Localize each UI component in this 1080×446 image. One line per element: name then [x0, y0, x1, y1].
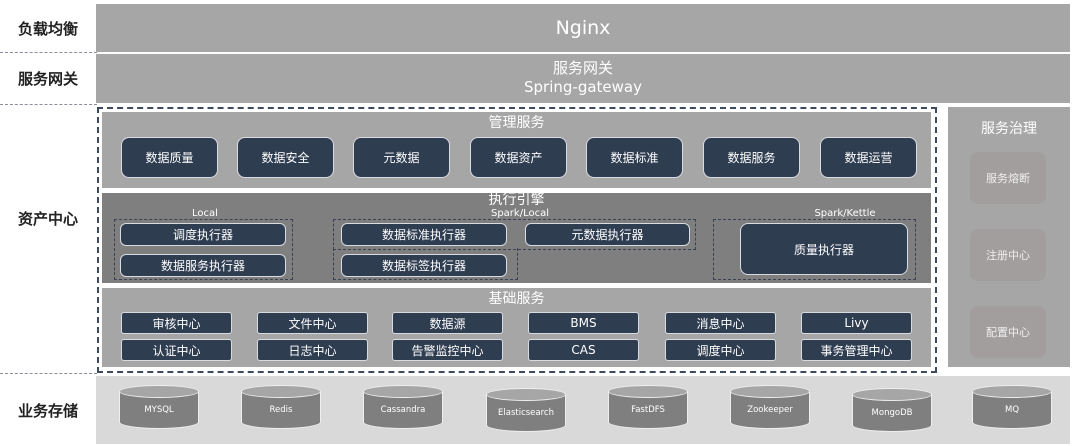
layer-divider [0, 104, 97, 105]
database-cylinder-icon: MQ [972, 385, 1052, 430]
management-box: 元数据 [353, 137, 450, 178]
store-label: Elasticsearch [498, 408, 554, 418]
basic-service-box: 数据源 [392, 312, 503, 334]
store-label: Cassandra [380, 405, 426, 415]
spark-kettle-label: Spark/Kettle [814, 208, 876, 219]
gateway-title: 服务网关 [552, 59, 613, 77]
basic-service-box: CAS [528, 339, 639, 361]
layer-label-load-balance: 负载均衡 [17, 20, 78, 38]
management-box: 数据标准 [586, 137, 683, 178]
basic-service-box: 认证中心 [121, 339, 232, 361]
store-label: MYSQL [144, 405, 174, 415]
store-label: MQ [1004, 405, 1020, 415]
store-label: MongoDB [871, 408, 913, 418]
cylinder-top [363, 385, 443, 398]
engine-box: 数据服务执行器 [120, 254, 286, 277]
layer-label-storage: 业务存储 [17, 402, 78, 420]
governance-item: 配置中心 [970, 306, 1046, 358]
database-cylinder-icon: Elasticsearch [486, 388, 566, 433]
engine-box: 调度执行器 [120, 223, 286, 246]
cylinder-top [972, 385, 1052, 398]
layer-label-gateway: 服务网关 [17, 70, 78, 88]
cylinder-top [730, 385, 810, 398]
cylinder-top [486, 388, 566, 401]
layer-divider [0, 52, 97, 53]
basic-service-box: 事务管理中心 [801, 339, 912, 361]
spark-local-group-lower [333, 248, 518, 280]
cylinder-top [852, 388, 932, 401]
basic-service-box: 文件中心 [257, 312, 368, 334]
spark-local-group [333, 219, 696, 250]
engine-box: 元数据执行器 [525, 223, 690, 246]
basic-service-box: 调度中心 [665, 339, 776, 361]
store-label: Zookeeper [747, 405, 793, 415]
basic-service-box: Livy [801, 312, 912, 334]
cylinder-top [241, 385, 321, 398]
engine-box: 数据标准执行器 [341, 223, 507, 246]
cylinder-body [852, 394, 932, 432]
gateway-bar: 服务网关 Spring-gateway [96, 54, 1070, 103]
basic-service-box: 告警监控中心 [392, 339, 503, 361]
layer-label-asset-center: 资产中心 [17, 210, 78, 228]
spark-local-label: Spark/Local [490, 208, 549, 219]
local-label: Local [192, 208, 218, 219]
nginx-label: Nginx [555, 17, 611, 39]
database-cylinder-icon: Zookeeper [730, 385, 810, 430]
nginx-bar: Nginx [96, 4, 1070, 52]
database-cylinder-icon: MongoDB [852, 388, 932, 433]
management-box: 数据安全 [237, 137, 334, 178]
basic-panel: 基础服务 [102, 288, 931, 367]
governance-item: 服务熔断 [970, 152, 1046, 204]
management-box: 数据运营 [820, 137, 917, 178]
database-cylinder-icon: Cassandra [363, 385, 443, 430]
governance-item: 注册中心 [970, 229, 1046, 281]
engine-box: 数据标签执行器 [341, 254, 507, 277]
store-label: FastDFS [631, 405, 665, 415]
asset-center-frame [97, 107, 937, 373]
governance-title: 服务治理 [981, 121, 1037, 137]
basic-service-box: 日志中心 [257, 339, 368, 361]
database-cylinder-icon: Redis [241, 385, 321, 430]
store-label: Redis [269, 405, 293, 415]
basic-service-box: 审核中心 [121, 312, 232, 334]
cylinder-top [119, 385, 199, 398]
management-box: 数据服务 [703, 137, 800, 178]
gateway-subtitle: Spring-gateway [524, 78, 642, 96]
local-group [114, 219, 293, 280]
basic-title: 基础服务 [488, 291, 545, 307]
engine-title: 执行引擎 [488, 192, 545, 208]
spark-kettle-group [713, 219, 916, 280]
management-title: 管理服务 [488, 115, 545, 131]
basic-service-box: 消息中心 [665, 312, 776, 334]
layer-divider [0, 373, 97, 374]
management-box: 数据资产 [470, 137, 567, 178]
database-cylinder-icon: FastDFS [608, 385, 688, 430]
engine-box: 质量执行器 [740, 223, 908, 275]
management-box: 数据质量 [121, 137, 218, 178]
database-cylinder-icon: MYSQL [119, 385, 199, 430]
cylinder-top [608, 385, 688, 398]
basic-service-box: BMS [528, 312, 639, 334]
